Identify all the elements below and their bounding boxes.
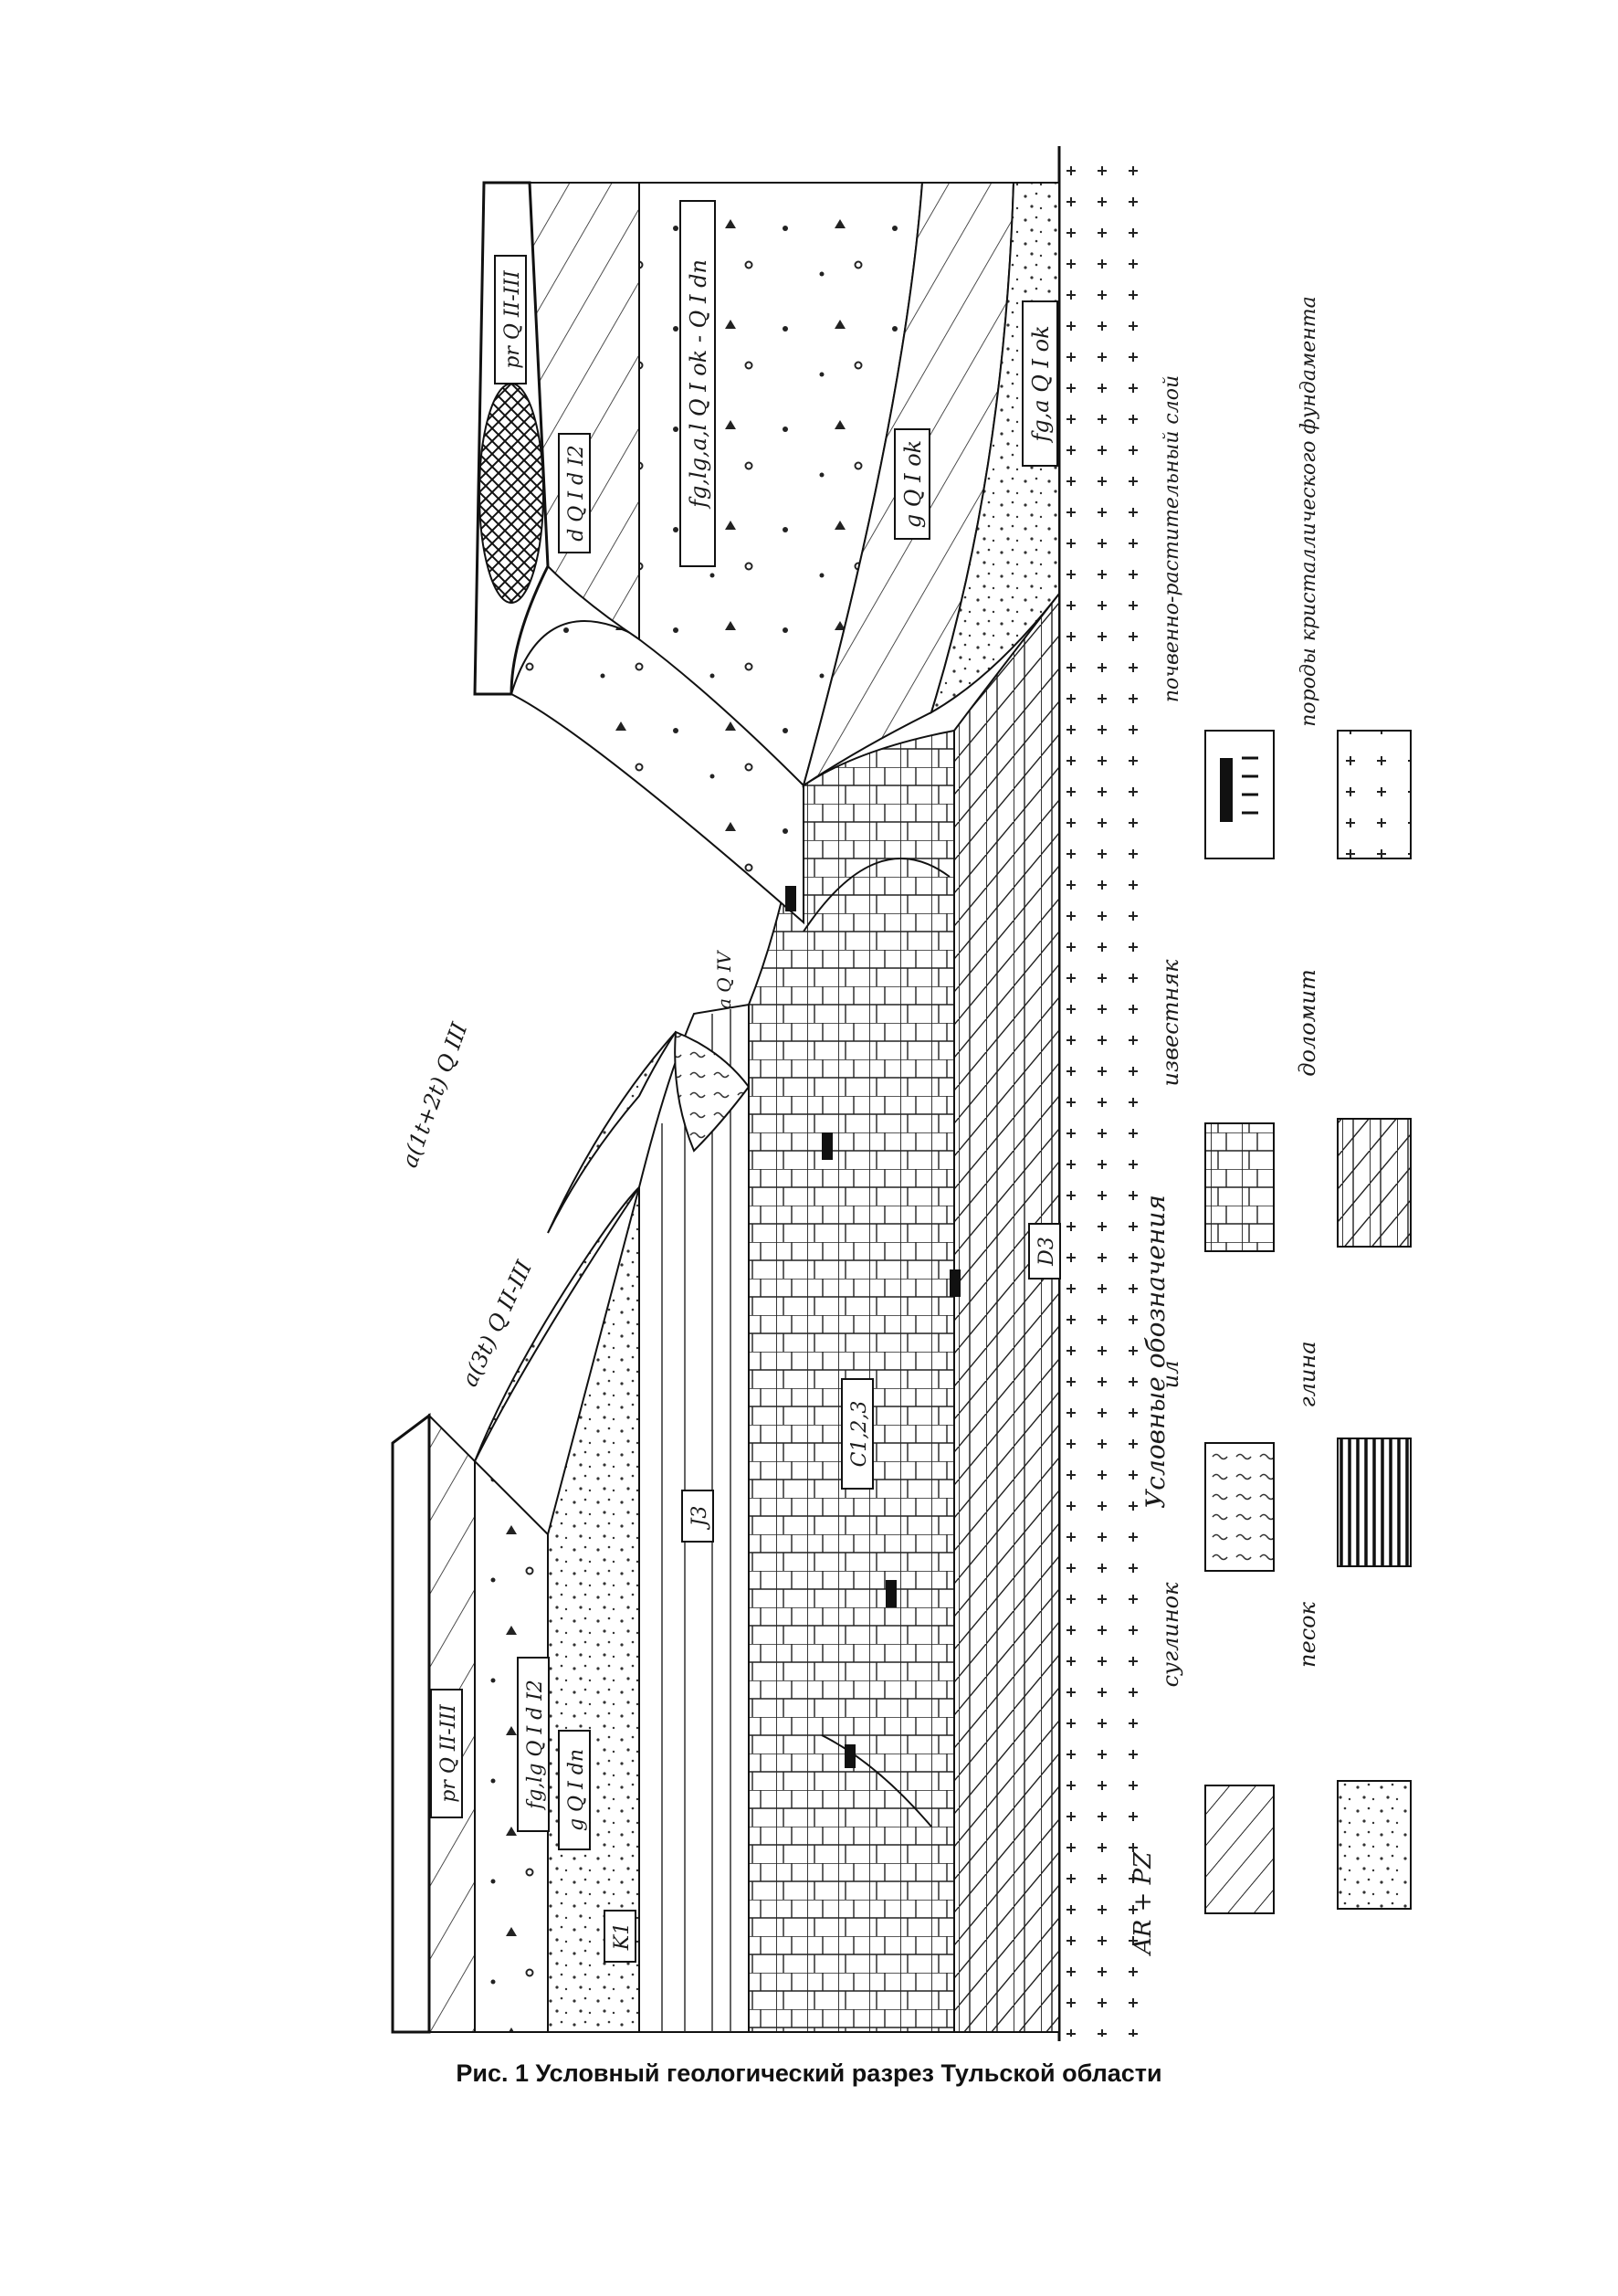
legend-item-suglinok: суглинок (1158, 1582, 1275, 1914)
svg-text:J3: J3 (688, 1506, 711, 1531)
coal-lens-5 (845, 1744, 856, 1768)
legend-title: Условные обозначения (1140, 1195, 1171, 1509)
svg-text:K1: K1 (611, 1922, 634, 1951)
fault-line-1 (803, 858, 951, 932)
cretaceous-sand-left (547, 1186, 640, 2033)
label-outwash-main: fg,lg,a,l Q I ok - Q I dn (679, 200, 716, 567)
coal-lens-1 (785, 886, 796, 911)
legend-swatch-izvestnyak (1204, 1122, 1275, 1252)
alluvium-lens (674, 1030, 751, 1153)
label-till-left: g Q I dn (558, 1730, 591, 1850)
svg-text:pr Q II-III: pr Q II-III (437, 1703, 460, 1803)
label-moraine-left: fg,lg Q I d I2 (517, 1657, 550, 1832)
terrace-sand-lower (474, 1186, 640, 1462)
legend-item-soil: почвенно-растительный слой (1161, 375, 1275, 859)
topsoil-left (391, 1413, 431, 2034)
label-outwash-lower: fg,a Q I ok (1022, 300, 1058, 467)
legend-label-suglinok: суглинок (1158, 1582, 1183, 1687)
label-basement: AR + PZ (1129, 1851, 1157, 1956)
basement-zone (1059, 155, 1160, 2037)
svg-text:C1,2,3: C1,2,3 (848, 1401, 871, 1468)
legend-label-izvestnyak: известняк (1158, 959, 1183, 1087)
fault-line-2 (821, 1734, 932, 1827)
terrace-sand-upper (547, 1031, 677, 1234)
legend-item-glina: глина (1295, 1342, 1412, 1567)
label-fill-upper-left: pr Q II-III (430, 1689, 463, 1818)
svg-text:fg,lg Q I d I2: fg,lg Q I d I2 (524, 1680, 547, 1811)
legend-label-pesok: песок (1295, 1601, 1320, 1668)
legend-swatch-soil (1204, 730, 1275, 859)
label-jurassic: J3 (681, 1490, 714, 1543)
legend-swatch-pesok (1337, 1780, 1412, 1910)
loam-right-upper (528, 182, 640, 641)
label-terrace-upper: a(1t+2t) Q III (396, 1019, 472, 1171)
coal-lens-4 (886, 1580, 897, 1607)
legend-item-izvestnyak: известняк (1158, 959, 1275, 1252)
legend-swatch-il (1204, 1442, 1275, 1572)
legend-item-dolomit: доломит (1295, 969, 1412, 1248)
legend-swatch-glina (1337, 1438, 1412, 1567)
svg-text:d Q I d I2: d Q I d I2 (565, 445, 588, 542)
peat-lens (478, 383, 544, 604)
label-carboniferous: C1,2,3 (841, 1378, 874, 1490)
label-alluvium: a Q IV (713, 949, 735, 1009)
legend-label-dolomit: доломит (1295, 969, 1320, 1077)
legend-swatch-dolomit (1337, 1118, 1412, 1248)
cross-section-drawing: pr Q II-III d Q I d I2 fg,lg,a,l Q I ok … (391, 146, 1160, 2041)
legend-item-basement: породы кристаллического фундамента (1298, 296, 1412, 859)
devonian-dolomite-layer (953, 591, 1060, 2033)
legend-label-glina: глина (1295, 1342, 1320, 1408)
coal-lens-3 (950, 1269, 961, 1297)
coal-lens-2 (822, 1132, 833, 1160)
svg-text:fg,a Q I ok: fg,a Q I ok (1028, 325, 1054, 443)
legend-label-soil: почвенно-растительный слой (1161, 375, 1183, 702)
label-devonian: D3 (1028, 1223, 1061, 1280)
svg-text:g Q I ok: g Q I ok (900, 440, 926, 528)
label-cretaceous: K1 (604, 1910, 636, 1963)
legend: Условные обозначения суглинок ил известн… (1140, 296, 1412, 1914)
legend-swatch-basement (1337, 730, 1412, 859)
legend-item-il: ил (1158, 1361, 1275, 1572)
svg-text:D3: D3 (1035, 1237, 1058, 1267)
legend-label-basement: породы кристаллического фундамента (1298, 296, 1320, 727)
legend-label-il: ил (1158, 1361, 1183, 1389)
svg-text:fg,lg,a,l Q I ok - Q I dn: fg,lg,a,l Q I ok - Q I dn (686, 259, 711, 510)
svg-text:g Q I dn: g Q I dn (565, 1749, 588, 1831)
label-moraine-ok: g Q I ok (894, 428, 930, 540)
legend-item-pesok: песок (1295, 1601, 1412, 1910)
legend-swatch-suglinok (1204, 1785, 1275, 1914)
label-moraine-right: d Q I d I2 (558, 433, 591, 553)
label-fill-upper-right: pr Q II-III (494, 255, 527, 384)
figure-caption: Рис. 1 Условный геологический разрез Тул… (456, 2059, 1162, 2087)
svg-text:pr Q II-III: pr Q II-III (501, 269, 524, 369)
